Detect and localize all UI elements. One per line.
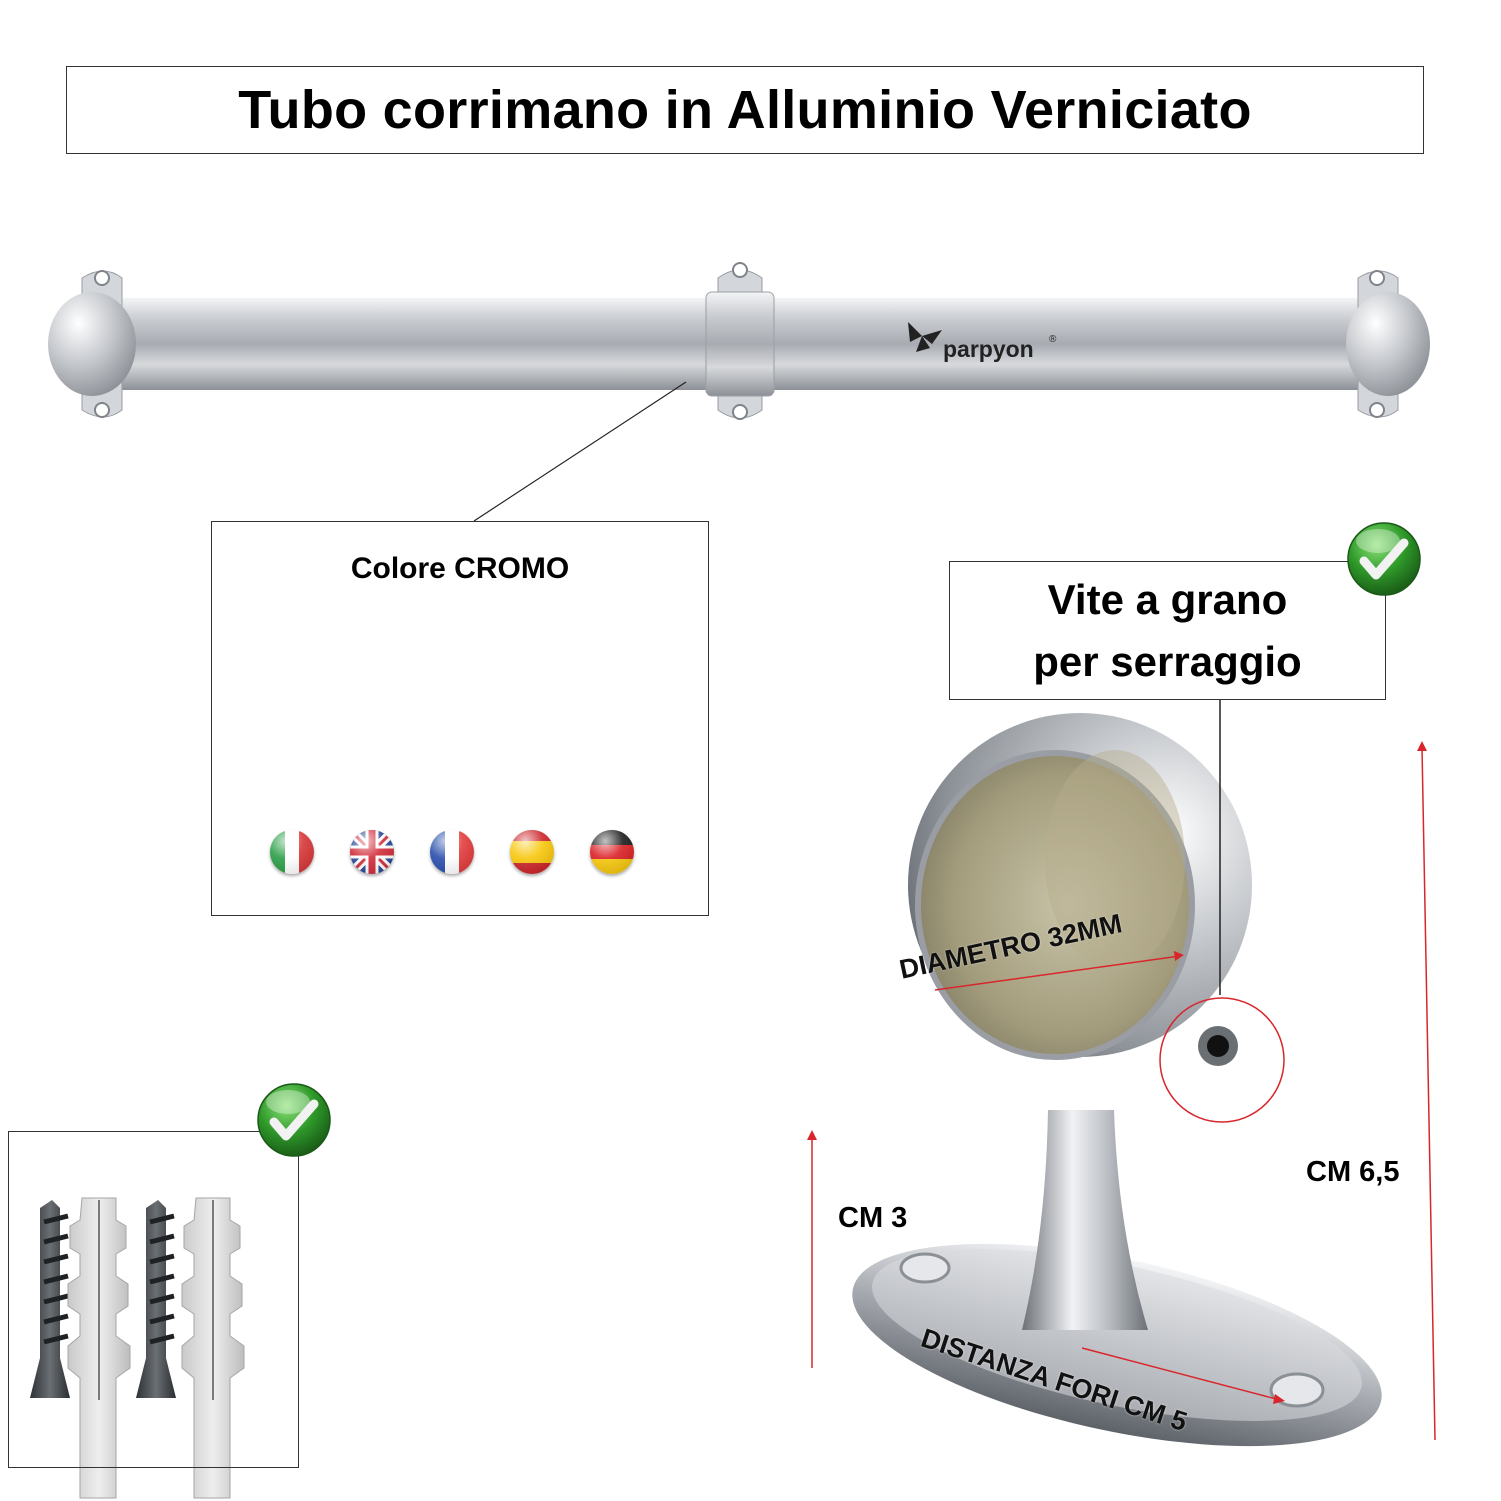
title-box: Tubo corrimano in Alluminio Verniciato bbox=[66, 66, 1424, 154]
color-info-box: Colore CROMO bbox=[211, 521, 709, 916]
bracket-photo bbox=[852, 713, 1382, 1447]
screw-label-line1: Vite a grano bbox=[1047, 575, 1288, 623]
brand-logo: parpyon bbox=[943, 336, 1034, 362]
screws-and-plugs-kit bbox=[30, 1197, 245, 1499]
registered-mark: ® bbox=[1049, 334, 1057, 345]
height-small-label: CM 3 bbox=[838, 1202, 908, 1234]
measurement-annotations bbox=[807, 700, 1436, 1441]
check-icon bbox=[1347, 522, 1421, 596]
page-title: Tubo corrimano in Alluminio Verniciato bbox=[238, 80, 1252, 140]
plug-1 bbox=[67, 1197, 131, 1499]
screw-2 bbox=[136, 1200, 176, 1398]
language-flags bbox=[270, 830, 634, 874]
color-label: Colore CROMO bbox=[350, 552, 570, 585]
spain-flag-icon[interactable] bbox=[510, 830, 554, 874]
height-total-label: CM 6,5 bbox=[1306, 1156, 1400, 1188]
check-icon bbox=[257, 1083, 331, 1157]
uk-flag-icon[interactable] bbox=[350, 830, 394, 874]
handrail-tube bbox=[48, 262, 1430, 420]
grub-screw-box: Vite a grano per serraggio bbox=[949, 561, 1386, 700]
france-flag-icon[interactable] bbox=[430, 830, 474, 874]
italy-flag-icon[interactable] bbox=[270, 830, 314, 874]
germany-flag-icon[interactable] bbox=[590, 830, 634, 874]
plug-2 bbox=[181, 1197, 245, 1499]
screw-label-line2: per serraggio bbox=[1033, 637, 1302, 685]
screw-1 bbox=[30, 1200, 70, 1398]
butterfly-logo-icon bbox=[908, 322, 942, 352]
mounting-kit-box bbox=[8, 1131, 299, 1468]
